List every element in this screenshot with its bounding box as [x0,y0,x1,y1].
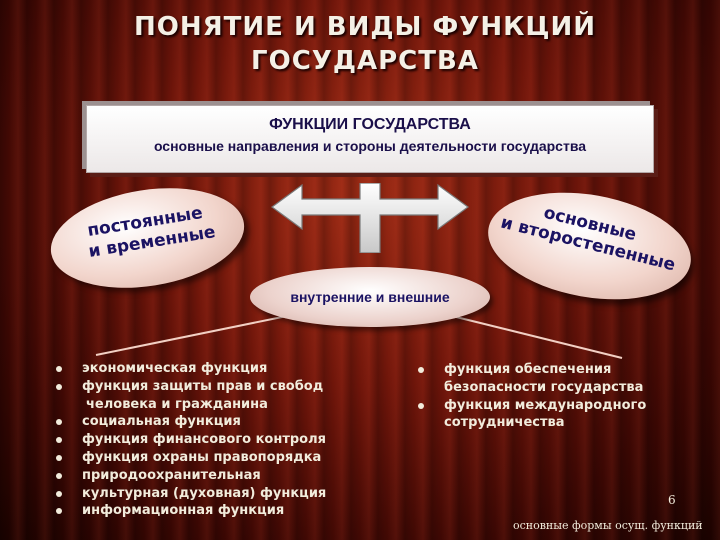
slide-title-line2: ГОСУДАРСТВА [251,46,479,76]
oval-middle-label: внутренние и внешние [290,289,450,305]
bullet-icon [418,402,424,409]
internal-functions-list: экономическая функция функция защиты пра… [56,360,376,520]
list-item: функция финансового контроля [56,431,376,449]
list-item: функция охраны правопорядка [56,449,376,467]
bullet-icon [56,454,62,461]
slide-title-line1: ПОНЯТИЕ И ВИДЫ ФУНКЦИЙ [134,12,596,42]
page-number: 6 [668,493,676,507]
list-item: функция обеспечения безопасности государ… [418,361,678,397]
bullet-icon [56,383,62,390]
list-item: культурная (духовная) функция [56,485,376,503]
definition-subtitle: основные направления и стороны деятельно… [153,138,587,154]
definition-box: ФУНКЦИИ ГОСУДАРСТВА основные направления… [86,105,654,173]
footer-text: основные формы осущ. функций [513,519,703,532]
bullet-icon [56,508,62,515]
list-item: природоохранительная [56,467,376,485]
bullet-icon [56,419,62,426]
list-item-continuation: человека и гражданина [86,396,268,412]
slide-title: ПОНЯТИЕ И ВИДЫ ФУНКЦИЙ ГОСУДАРСТВА [130,10,600,78]
split-arrow-icon [270,183,470,253]
list-item: функция защиты прав и свобод [56,378,376,396]
list-item: социальная функция [56,413,376,431]
bullet-icon [56,366,62,372]
list-item: информационная функция [56,502,376,520]
list-item: экономическая функция [56,360,376,378]
bullet-icon [56,437,62,444]
list-item: функция международного сотрудничества [418,397,678,433]
definition-heading: ФУНКЦИИ ГОСУДАРСТВА [269,116,471,133]
external-functions-list: функция обеспечения безопасности государ… [418,361,678,432]
oval-internal-external [250,267,490,327]
bullet-icon [418,367,424,373]
bullet-icon [56,490,62,497]
bullet-icon [56,472,62,479]
